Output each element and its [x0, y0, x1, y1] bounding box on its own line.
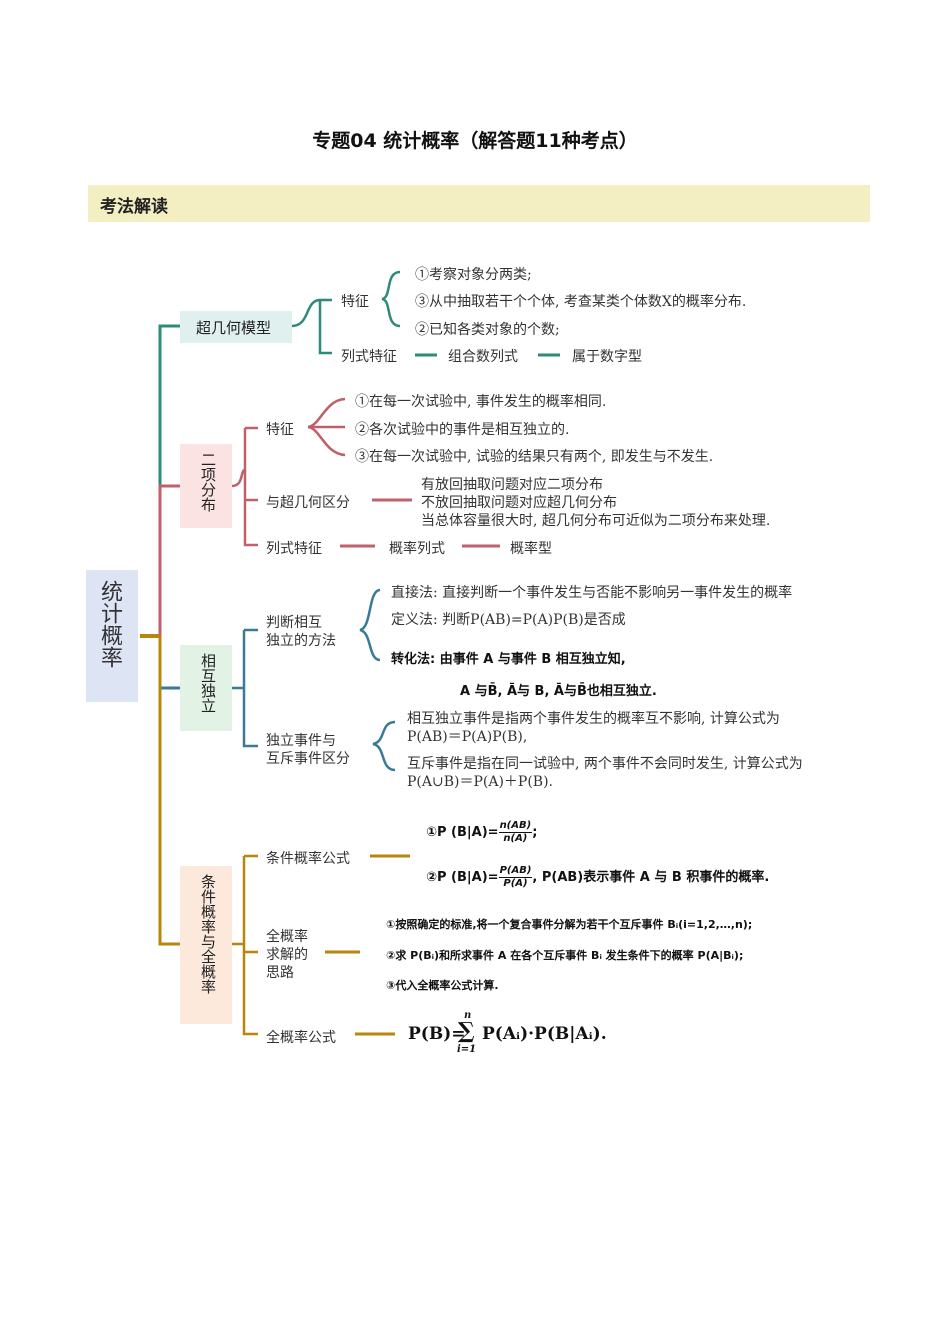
branch-label: 条件概率与全概率 [199, 874, 217, 994]
feature-item: ②各次试验中的事件是相互独立的. [355, 422, 570, 438]
chain-item: 组合数列式 [448, 349, 518, 365]
sum-lower: i=1 [457, 1044, 477, 1055]
cond-label: 条件概率公式 [266, 851, 350, 867]
step-item: ①按照确定的标准,将一个复合事件分解为若干个互斥事件 Bᵢ(i=1,2,…,n)… [386, 918, 753, 931]
method-label: 独立的方法 [266, 633, 336, 649]
chain-item: 属于数字型 [572, 349, 642, 365]
sigma-icon: ∑ [458, 1018, 475, 1044]
chain-item: 列式特征 [266, 541, 322, 557]
method-item: 定义法: 判断P(AB)=P(A)P(B)是否成 [391, 612, 626, 628]
branch-conditional-probability: 条件概率与全概率 [180, 866, 232, 1024]
fraction: n(AB)n(A) [498, 820, 533, 845]
fraction: P(AB)P(A) [498, 865, 533, 890]
branch-binomial: 二项分布 [180, 444, 232, 528]
chain-item: 列式特征 [341, 349, 397, 365]
branch-label: 二项分布 [199, 452, 217, 512]
branch-label: 超几何模型 [196, 319, 272, 337]
root-label: 统计概率 [97, 580, 122, 668]
formula-rhs: P(Aᵢ)·P(B|Aᵢ). [482, 1024, 607, 1044]
branch-label: 相互独立 [199, 653, 217, 713]
branch-hypergeometric: 超几何模型 [180, 311, 292, 343]
method-label: 判断相互 [266, 615, 322, 631]
method-transform-detail: A 与B̄, Ā与 B, Ā与B̄也相互独立. [460, 684, 657, 699]
formula-lhs: P(B)= [408, 1024, 466, 1044]
step-item: ②求 P(Bᵢ)和所求事件 A 在各个互斥事件 Bᵢ 发生条件下的概率 P(A|… [386, 949, 744, 962]
root-node: 统计概率 [86, 570, 138, 702]
numerator: n(AB) [498, 820, 533, 833]
method-transform: 转化法: 由事件 A 与事件 B 相互独立知, [391, 652, 626, 667]
method-item: 直接法: 直接判断一个事件发生与否能不影响另一事件发生的概率 [391, 585, 793, 601]
diff-label: 互斥事件区分 [266, 751, 350, 767]
diff-item: 当总体容量很大时, 超几何分布可近似为二项分布来处理. [421, 513, 771, 529]
formula-label: 全概率公式 [266, 1030, 336, 1046]
diff-item: P(AB)＝P(A)P(B), [407, 729, 528, 745]
diff-item: 相互独立事件是指两个事件发生的概率互不影响, 计算公式为 [407, 711, 780, 727]
sum-upper: n [464, 1010, 472, 1021]
feature-item: ①考察对象分两类; [415, 267, 532, 283]
formula-suffix: , P(AB)表示事件 A 与 B 积事件的概率. [532, 870, 770, 885]
diff-item: 不放回抽取问题对应超几何分布 [421, 495, 617, 511]
feature-label: 特征 [341, 294, 369, 310]
diff-label: 独立事件与 [266, 733, 336, 749]
total-label: 思路 [266, 965, 294, 981]
numerator: P(AB) [498, 865, 533, 878]
formula-prefix: ②P (B|A)= [426, 870, 499, 885]
section-heading: 考法解读 [100, 197, 168, 217]
cond-formula-1: ①P (B|A)=n(AB)n(A); [426, 820, 537, 845]
diff-item: P(A∪B)＝P(A)＋P(B). [407, 774, 554, 790]
total-label: 全概率 [266, 929, 308, 945]
diff-label: 与超几何区分 [266, 495, 350, 511]
chain-item: 概率型 [510, 541, 552, 557]
section-banner: 考法解读 [88, 185, 870, 222]
feature-item: ①在每一次试验中, 事件发生的概率相同. [355, 394, 607, 410]
step-item: ③代入全概率公式计算. [386, 979, 499, 992]
diff-item: 互斥事件是指在同一试验中, 两个事件不会同时发生, 计算公式为 [407, 756, 803, 772]
denominator: n(A) [503, 833, 528, 844]
feature-item: ③在每一次试验中, 试验的结果只有两个, 即发生与不发生. [355, 449, 714, 465]
denominator: P(A) [503, 878, 528, 889]
feature-label: 特征 [266, 422, 294, 438]
feature-item: ③从中抽取若干个个体, 考查某类个体数X的概率分布. [415, 294, 747, 310]
chain-item: 概率列式 [389, 541, 445, 557]
formula-prefix: ①P (B|A)= [426, 825, 499, 840]
formula-suffix: ; [532, 825, 538, 840]
cond-formula-2: ②P (B|A)=P(AB)P(A), P(AB)表示事件 A 与 B 积事件的… [426, 865, 769, 890]
page-title: 专题04 统计概率（解答题11种考点） [312, 130, 638, 152]
feature-item: ②已知各类对象的个数; [415, 322, 560, 338]
total-label: 求解的 [266, 947, 308, 963]
diff-item: 有放回抽取问题对应二项分布 [421, 477, 603, 493]
branch-independence: 相互独立 [180, 645, 232, 731]
